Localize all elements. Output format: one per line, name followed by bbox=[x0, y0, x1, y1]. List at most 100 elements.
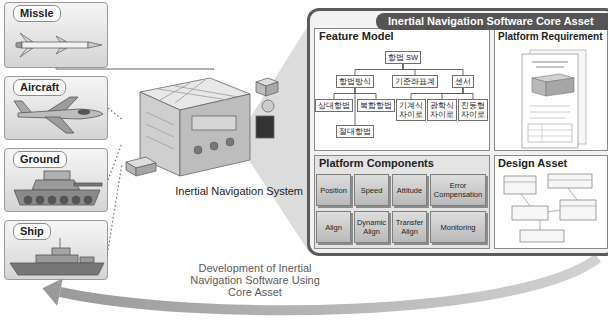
component-label: Error Compensation bbox=[432, 181, 484, 199]
missile-body bbox=[22, 42, 88, 48]
platform-box: Aircraft bbox=[4, 76, 108, 140]
document-table bbox=[528, 124, 572, 142]
feature-label: 항법 SW bbox=[388, 53, 418, 62]
platform-ground bbox=[4, 76, 108, 140]
tree-link bbox=[56, 68, 214, 70]
feature-box: 광학식 자이로 bbox=[427, 99, 457, 121]
section-heading: Platform Components bbox=[319, 157, 485, 170]
device-connector bbox=[194, 146, 202, 154]
platform-label: Ship bbox=[13, 223, 51, 240]
design-rules bbox=[504, 180, 596, 206]
feature-label: 기준좌표계 bbox=[395, 77, 435, 86]
design-asset-figure bbox=[504, 174, 596, 242]
design-class bbox=[512, 206, 548, 220]
missile-nose bbox=[88, 42, 102, 48]
feature-box: 복합항법 bbox=[357, 99, 395, 112]
component-box: Error Compensation bbox=[430, 174, 486, 206]
component-label: Dynamic Align bbox=[356, 218, 387, 236]
unit-small bbox=[136, 163, 156, 176]
component-box: Attitude bbox=[392, 174, 427, 206]
feature-label: 기계식 자이로 bbox=[399, 101, 423, 119]
vehicle-turret bbox=[32, 180, 80, 190]
vehicle-barrel bbox=[74, 183, 102, 186]
section-box: Platform Requirement bbox=[494, 28, 608, 151]
unit-front bbox=[256, 82, 266, 96]
feature-box: 상대항법 bbox=[315, 99, 353, 112]
document-page bbox=[522, 54, 578, 148]
component-box: Dynamic Align bbox=[354, 211, 389, 243]
feature-box: 진동형 자이로 bbox=[458, 99, 488, 121]
design-class bbox=[504, 176, 536, 194]
missile-fin bbox=[56, 36, 67, 42]
vehicle-figure bbox=[14, 171, 102, 205]
dotted-link bbox=[108, 108, 122, 119]
system-label: Inertial Navigation System bbox=[175, 185, 303, 198]
device-connector bbox=[210, 142, 218, 150]
section-ground bbox=[314, 155, 490, 249]
device-grid bbox=[158, 80, 238, 103]
device-connector bbox=[226, 138, 234, 146]
document-title-lines bbox=[532, 62, 568, 67]
component-box: Transfer Align bbox=[392, 211, 427, 243]
design-class bbox=[548, 174, 592, 188]
feature-label: 진동형 자이로 bbox=[461, 101, 485, 119]
caption-note: Development of Inertial Navigation Softw… bbox=[185, 262, 325, 298]
unit-side bbox=[266, 82, 278, 96]
platform-box: Missle bbox=[4, 2, 108, 68]
aircraft-figure bbox=[14, 97, 103, 133]
tree-link bbox=[411, 88, 463, 99]
feature-label: 항법방식 bbox=[339, 77, 371, 86]
ship-hull bbox=[10, 263, 104, 275]
section-box: Design Asset bbox=[494, 155, 608, 249]
ship-figure bbox=[10, 238, 104, 275]
vehicle-wheel bbox=[60, 196, 68, 204]
tree-link bbox=[334, 88, 355, 99]
device-side bbox=[180, 94, 250, 176]
requirement-document-figure bbox=[522, 50, 586, 148]
section-heading: Design Asset bbox=[498, 157, 604, 170]
missile-fin bbox=[56, 48, 67, 54]
component-label: Monitoring bbox=[440, 223, 475, 232]
document-device-front bbox=[532, 78, 546, 96]
feature-label: 광학식 자이로 bbox=[430, 101, 454, 119]
vehicle-wheel bbox=[72, 196, 80, 204]
vehicle-launcher bbox=[44, 171, 70, 180]
component-label: Align bbox=[325, 223, 342, 232]
core-asset-panel: Inertial Navigation Software Core AssetF… bbox=[307, 8, 608, 256]
tree-link bbox=[442, 88, 463, 99]
section-heading: Platform Requirement bbox=[498, 30, 604, 43]
platform-label: Ground bbox=[13, 151, 67, 168]
focus-lens bbox=[250, 24, 309, 252]
missile-exhaust bbox=[16, 42, 22, 48]
missile-fin bbox=[20, 48, 33, 57]
document-text-lines bbox=[530, 106, 570, 118]
ship-superstructure bbox=[80, 257, 94, 263]
platform-label: Aircraft bbox=[13, 79, 66, 96]
vehicle-hull bbox=[14, 190, 100, 205]
feature-box: 기계식 자이로 bbox=[396, 99, 426, 121]
component-label: Transfer Align bbox=[394, 218, 425, 236]
platform-ground bbox=[4, 220, 108, 280]
tree-link bbox=[355, 64, 403, 75]
panel-ground bbox=[308, 9, 608, 255]
system-box: Inertial Navigation System bbox=[122, 70, 305, 200]
tree-link bbox=[355, 88, 376, 99]
section-ground bbox=[494, 28, 608, 151]
panel-title-tab: Inertial Navigation Software Core Asset bbox=[376, 13, 608, 30]
component-box: Align bbox=[316, 211, 351, 243]
feature-box: 항법 SW bbox=[385, 51, 421, 64]
component-label: Attitude bbox=[397, 186, 422, 195]
feature-box: 기준좌표계 bbox=[392, 75, 438, 88]
component-box: Monitoring bbox=[430, 211, 486, 243]
document-device-side bbox=[546, 78, 574, 96]
design-class bbox=[560, 200, 596, 220]
design-class bbox=[520, 230, 564, 242]
unit-round bbox=[262, 100, 274, 112]
device-plate bbox=[192, 116, 236, 130]
unit-small bbox=[126, 162, 136, 176]
feature-label: 절대항법 bbox=[339, 127, 371, 136]
aircraft-cockpit bbox=[78, 110, 90, 115]
feature-label: 상대항법 bbox=[318, 101, 350, 110]
component-label: Speed bbox=[361, 186, 383, 195]
